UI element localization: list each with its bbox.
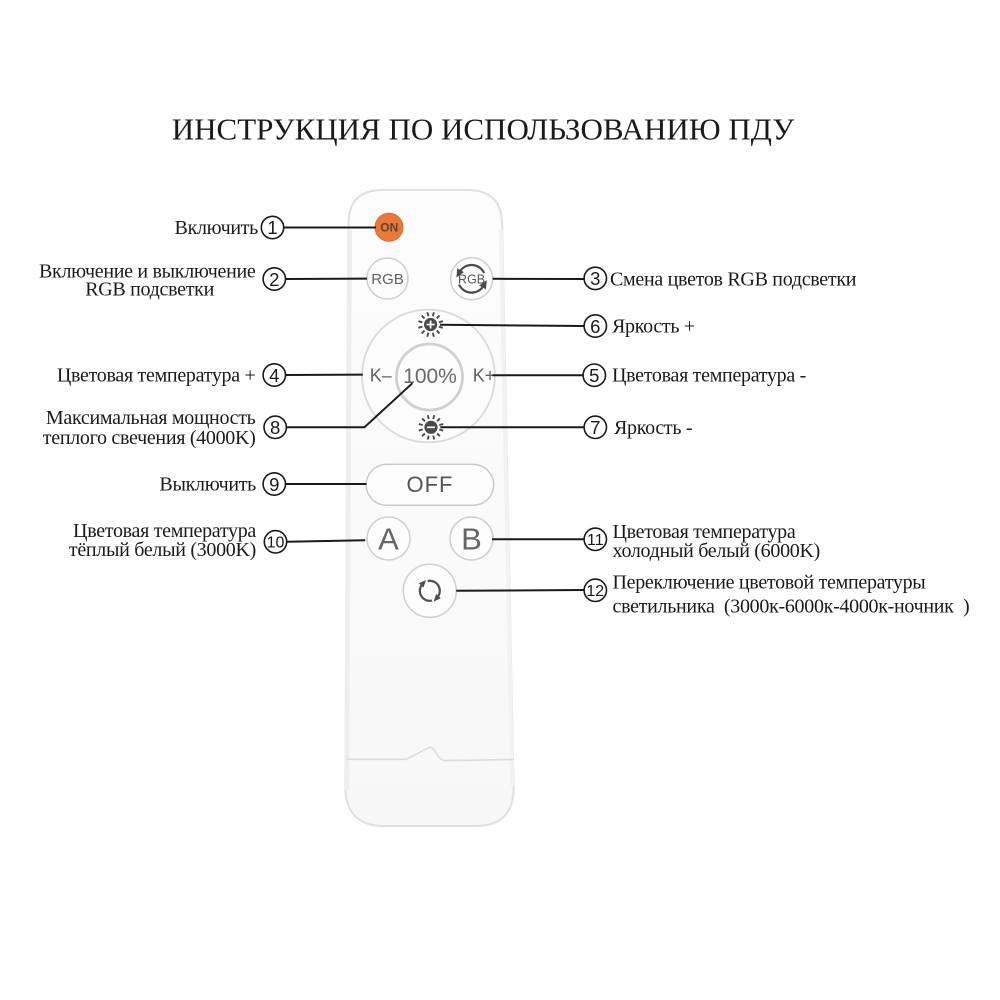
svg-text:6: 6 — [590, 316, 600, 337]
svg-text:5: 5 — [589, 365, 599, 386]
svg-text:RGB подсветки: RGB подсветки — [85, 279, 214, 301]
svg-text:Цветовая температура -: Цветовая температура - — [612, 365, 806, 387]
svg-text:Максимальная мощность: Максимальная мощность — [46, 407, 256, 429]
svg-text:OFF: OFF — [407, 472, 454, 497]
svg-text:RGB: RGB — [371, 271, 404, 288]
svg-text:Включить: Включить — [175, 217, 259, 239]
svg-text:B: B — [461, 522, 482, 557]
svg-text:RGB: RGB — [458, 272, 485, 286]
svg-text:Цветовая температура: Цветовая температура — [613, 521, 796, 543]
svg-text:8: 8 — [270, 417, 280, 438]
svg-text:теплого свечения (4000K): теплого свечения (4000K) — [43, 427, 256, 449]
svg-text:4: 4 — [269, 365, 279, 386]
svg-text:Яркость +: Яркость + — [612, 316, 695, 338]
svg-text:ON: ON — [380, 221, 398, 235]
svg-text:1: 1 — [267, 217, 277, 238]
svg-text:3: 3 — [590, 268, 600, 289]
svg-text:холодный белый (6000K): холодный белый (6000K) — [613, 540, 820, 562]
svg-text:Цветовая температура: Цветовая температура — [73, 520, 256, 542]
svg-text:12: 12 — [586, 583, 604, 600]
svg-text:Цветовая температура +: Цветовая температура + — [57, 365, 256, 387]
svg-text:A: A — [378, 522, 399, 557]
svg-text:Включение и выключение: Включение и выключение — [39, 261, 256, 283]
svg-text:K+: K+ — [473, 365, 496, 385]
svg-text:Переключение цветовой температ: Переключение цветовой температуры — [613, 572, 926, 594]
svg-text:ИНСТРУКЦИЯ ПО ИСПОЛЬЗОВАНИЮ ПД: ИНСТРУКЦИЯ ПО ИСПОЛЬЗОВАНИЮ ПДУ — [172, 112, 794, 147]
svg-text:Смена цветов RGB подсветки: Смена цветов RGB подсветки — [610, 269, 857, 291]
svg-text:7: 7 — [590, 417, 600, 438]
svg-text:тёплый белый (3000K): тёплый белый (3000K) — [69, 539, 256, 561]
svg-text:светильника (3000к-6000к-4000: светильника (3000к-6000к-4000к-ночник ) — [613, 596, 970, 618]
svg-text:100%: 100% — [403, 365, 457, 388]
svg-text:11: 11 — [587, 532, 604, 549]
svg-text:10: 10 — [267, 535, 285, 552]
svg-text:Выключить: Выключить — [159, 474, 256, 496]
svg-text:2: 2 — [269, 269, 279, 290]
svg-text:K–: K– — [370, 365, 392, 385]
svg-text:9: 9 — [269, 474, 279, 495]
svg-text:Яркость -: Яркость - — [614, 417, 692, 439]
